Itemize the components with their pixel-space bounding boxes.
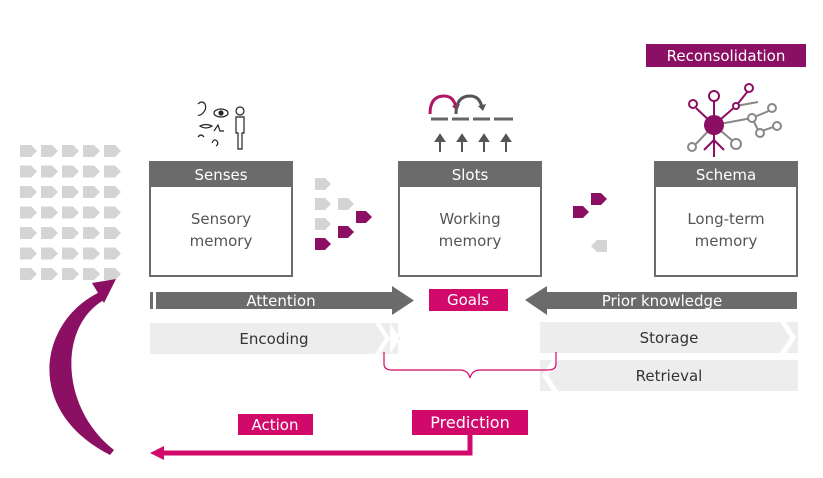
prediction-label: Prediction (412, 410, 528, 435)
slots-box: Slots Working memory (398, 161, 542, 277)
slots-header: Slots (452, 166, 489, 184)
storage-text: Storage (640, 329, 699, 347)
prediction-to-action-arrow (150, 433, 473, 460)
schema-network-icon (687, 83, 782, 157)
schema-box: Schema Long-term memory (654, 161, 798, 277)
senses-to-slots-chevrons (315, 178, 372, 250)
stimulus-chevron (41, 145, 58, 157)
senses-line2: memory (190, 232, 253, 250)
stimulus-chevron (83, 165, 100, 178)
prediction-text: Prediction (430, 413, 509, 432)
attention-arrow: Attention (150, 286, 414, 315)
stimulus-chevron (83, 145, 100, 157)
stimulus-chevron (41, 247, 58, 260)
stimulus-chevron (41, 186, 58, 198)
schema-line2: memory (695, 232, 758, 250)
senses-icon (197, 101, 245, 150)
action-text: Action (252, 416, 299, 434)
stimulus-chevron (62, 145, 79, 157)
stimulus-chevron (20, 145, 37, 157)
retrieval-bar: Retrieval (540, 360, 798, 391)
stimulus-chevron (83, 247, 100, 260)
stimulus-chevron (104, 145, 121, 157)
stimulus-chevron (104, 227, 121, 239)
slots-line1: Working (439, 210, 500, 228)
reconsolidation-text: Reconsolidation (667, 47, 786, 65)
stimulus-chevron (20, 206, 37, 219)
stimulus-chevron (62, 206, 79, 219)
retrieval-text: Retrieval (636, 367, 703, 385)
senses-line1: Sensory (191, 210, 251, 228)
storage-bar: Storage (540, 322, 798, 353)
reconsolidation-label: Reconsolidation (646, 44, 806, 67)
slots-line2: memory (439, 232, 502, 250)
stimulus-chevron (62, 268, 79, 280)
stimulus-chevron (20, 268, 37, 280)
stimulus-chevron (83, 206, 100, 219)
stimulus-chevron (62, 247, 79, 260)
stimulus-chevron (20, 165, 37, 178)
slots-icon (428, 94, 513, 152)
prior-knowledge-arrow: Prior knowledge (525, 286, 797, 315)
stimulus-chevron (104, 268, 121, 280)
stimulus-chevron (41, 206, 58, 219)
stimulus-chevron (83, 268, 100, 280)
stimulus-chevron (104, 247, 121, 260)
stimulus-chevron (62, 186, 79, 198)
stimulus-chevron (83, 186, 100, 198)
encoding-text: Encoding (239, 330, 308, 348)
stimulus-chevron (41, 268, 58, 280)
stimuli-chevron-grid (20, 145, 121, 280)
schema-header: Schema (696, 166, 756, 184)
action-label: Action (238, 414, 313, 435)
encoding-bar: Encoding (150, 323, 400, 354)
goals-text: Goals (447, 291, 489, 309)
stimulus-chevron (62, 165, 79, 178)
stimulus-chevron (20, 227, 37, 239)
stimulus-chevron (41, 165, 58, 178)
goals-label: Goals (429, 289, 508, 311)
senses-box: Senses Sensory memory (149, 161, 293, 277)
stimulus-chevron (104, 206, 121, 219)
stimulus-chevron (20, 186, 37, 198)
stimulus-chevron (41, 227, 58, 239)
senses-header: Senses (194, 166, 247, 184)
schema-line1: Long-term (687, 210, 764, 228)
stimulus-chevron (62, 227, 79, 239)
feedback-loop-arrow (49, 279, 116, 455)
attention-text: Attention (246, 292, 315, 310)
slots-schema-chevrons (573, 193, 607, 252)
prediction-brace (383, 352, 557, 379)
stimulus-chevron (83, 227, 100, 239)
prior-knowledge-text: Prior knowledge (602, 292, 723, 310)
stimulus-chevron (104, 165, 121, 178)
stimulus-chevron (104, 186, 121, 198)
stimulus-chevron (20, 247, 37, 260)
